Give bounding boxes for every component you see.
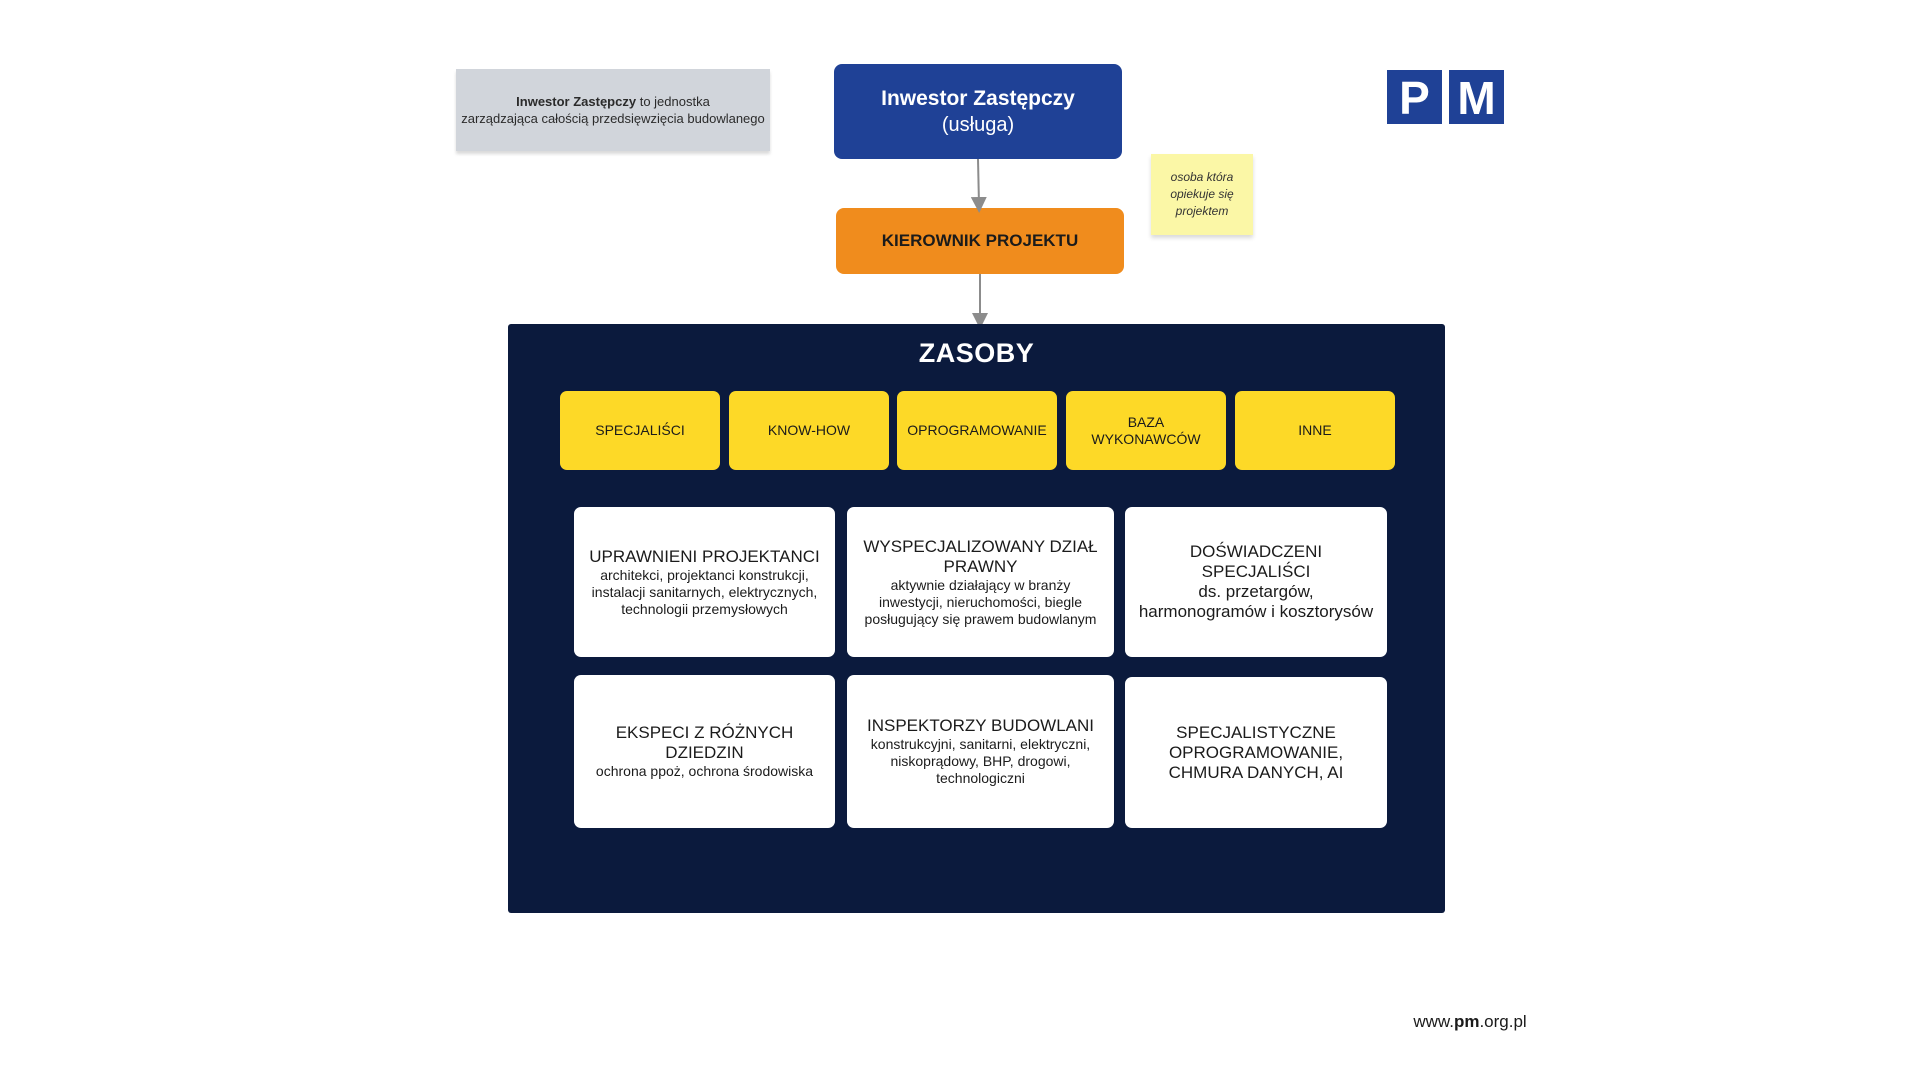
- project-manager-box: KIEROWNIK PROJEKTU: [836, 208, 1124, 274]
- card-licensed-designers: UPRAWNIENI PROJEKTANCI architekci, proje…: [574, 507, 835, 657]
- info-note: Inwestor Zastępczy to jednostka zarządza…: [456, 69, 770, 151]
- investor-subtitle: (usługa): [941, 114, 1015, 136]
- project-manager-label: KIEROWNIK PROJEKTU: [881, 231, 1079, 250]
- info-note-line2: zarządzająca całością przedsięwzięcia bu…: [461, 111, 765, 126]
- card-experienced-specialists: DOŚWIADCZENI SPECJALIŚCI ds. przetargów,…: [1125, 507, 1387, 657]
- arrow-investor-to-manager: [970, 158, 987, 213]
- sticky-note: osoba która opiekuje się projektem: [1151, 154, 1253, 235]
- card-specialist-software: SPECJALISTYCZNE OPROGRAMOWANIE, CHMURA D…: [1125, 677, 1387, 828]
- card-title: WYSPECJALIZOWANY DZIAŁ PRAWNY: [863, 536, 1098, 576]
- pm-logo-letter-p: P: [1399, 72, 1430, 124]
- category-know-how: KNOW-HOW: [729, 391, 889, 470]
- card-description: ochrona ppoż, ochrona środowiska: [595, 763, 814, 779]
- category-label: OPROGRAMOWANIE: [907, 422, 1047, 438]
- info-note-bold: Inwestor Zastępczy: [516, 94, 637, 109]
- card-title: UPRAWNIENI PROJEKTANCI: [589, 546, 820, 566]
- url-suffix: .org.pl: [1479, 1012, 1527, 1031]
- website-url: www.pm.org.pl: [1400, 1012, 1540, 1032]
- card-description: ds. przetargów, harmonogramów i kosztory…: [1138, 582, 1374, 621]
- sticky-line-2: opiekuje się: [1170, 187, 1234, 201]
- pm-logo: P M: [1387, 70, 1504, 124]
- category-label: BAZA: [1127, 413, 1165, 430]
- resources-panel: ZASOBY SPECJALIŚCI KNOW-HOW OPROGRAMOWAN…: [508, 324, 1445, 913]
- sticky-line-1: osoba która: [1170, 170, 1234, 184]
- investor-box: Inwestor Zastępczy (usługa): [834, 64, 1122, 159]
- investor-title: Inwestor Zastępczy: [881, 87, 1075, 110]
- card-building-inspectors: INSPEKTORZY BUDOWLANI konstrukcyjni, san…: [847, 675, 1114, 828]
- info-note-text: Inwestor Zastępczy to jednostka zarządza…: [461, 93, 765, 127]
- card-title: SPECJALISTYCZNE OPROGRAMOWANIE, CHMURA D…: [1168, 722, 1344, 782]
- card-legal-department: WYSPECJALIZOWANY DZIAŁ PRAWNY aktywnie d…: [847, 507, 1114, 657]
- card-description: aktywnie działający w branży inwestycji,…: [864, 576, 1097, 627]
- sticky-line-3: projektem: [1175, 204, 1229, 218]
- card-title: INSPEKTORZY BUDOWLANI: [866, 716, 1095, 735]
- category-label: KNOW-HOW: [767, 422, 851, 438]
- category-label: SPECJALIŚCI: [595, 422, 685, 438]
- card-description: architekci, projektanci konstrukcji, ins…: [591, 566, 818, 617]
- category-contractors-base: BAZA WYKONAWCÓW: [1066, 391, 1226, 470]
- card-experts: EKSPECI Z RÓŻNYCH DZIEDZIN ochrona ppoż,…: [574, 675, 835, 828]
- pm-logo-letter-m: M: [1457, 72, 1495, 124]
- category-specialists: SPECJALIŚCI: [560, 391, 720, 470]
- card-title: DOŚWIADCZENI SPECJALIŚCI: [1189, 542, 1323, 581]
- url-bold: pm: [1453, 1012, 1480, 1031]
- category-other: INNE: [1235, 391, 1395, 470]
- category-label: INNE: [1298, 422, 1332, 438]
- info-note-rest: to jednostka: [636, 94, 710, 109]
- url-prefix: www.: [1413, 1012, 1454, 1031]
- resources-title: ZASOBY: [918, 338, 1035, 368]
- card-title: EKSPECI Z RÓŻNYCH DZIEDZIN: [615, 723, 794, 762]
- category-label-line2: WYKONAWCÓW: [1091, 430, 1201, 447]
- category-software: OPROGRAMOWANIE: [897, 391, 1057, 470]
- card-description: konstrukcyjni, sanitarni, elektryczni, n…: [870, 736, 1091, 786]
